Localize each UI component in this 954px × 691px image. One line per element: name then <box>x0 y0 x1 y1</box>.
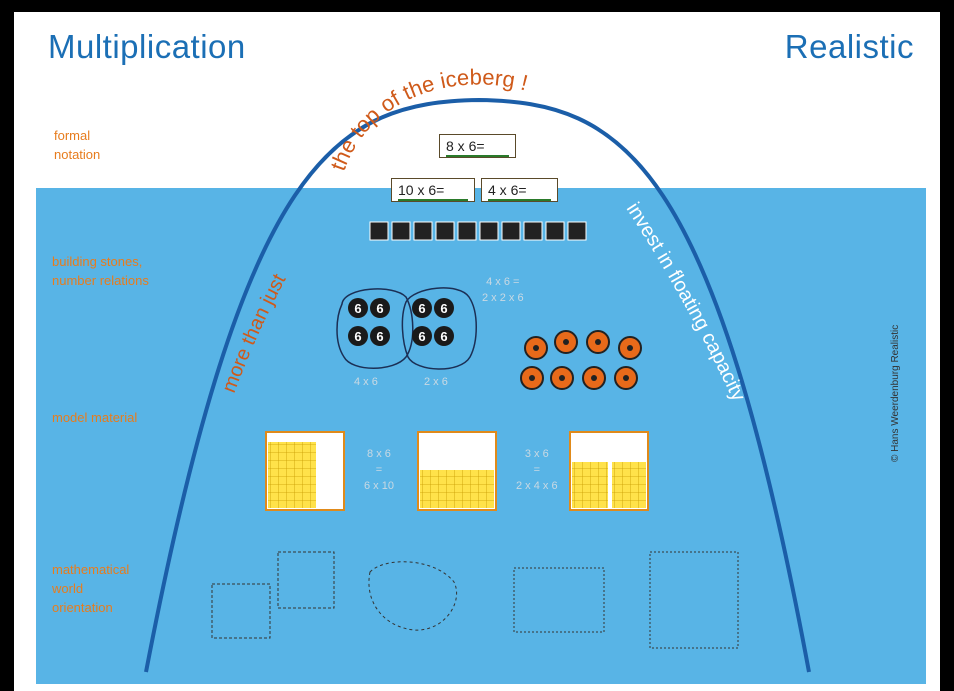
number-tile <box>435 221 455 241</box>
flower-dot <box>614 366 638 390</box>
flower-dots <box>520 330 642 390</box>
six-dot <box>412 298 432 318</box>
six-dot <box>370 298 390 318</box>
number-tile <box>545 221 565 241</box>
model-text-2: 3 x 6 = 2 x 4 x 6 <box>516 448 558 492</box>
six-dot-label: 6 <box>440 329 447 344</box>
flower-dot <box>550 366 574 390</box>
model-squares <box>265 431 649 511</box>
number-tile <box>523 221 543 241</box>
number-tiles <box>369 221 587 241</box>
model-text-1: 8 x 6 = 6 x 10 <box>364 448 394 492</box>
level-label-model: model material <box>52 410 138 425</box>
six-dot <box>434 298 454 318</box>
six-dot-label: 6 <box>376 301 383 316</box>
six-dot-label: 6 <box>354 301 361 316</box>
formula-top: 8 x 6= <box>439 134 516 158</box>
number-tile <box>501 221 521 241</box>
six-dot <box>370 326 390 346</box>
six-dot-label: 6 <box>354 329 361 344</box>
copyright-text: © Hans Weerdenburg Realistic <box>890 324 901 462</box>
six-dot-label: 6 <box>418 329 425 344</box>
six-dot <box>434 326 454 346</box>
number-tile <box>479 221 499 241</box>
iceberg-diagram: the top of the iceberg ! more than just … <box>144 64 811 673</box>
six-dot <box>348 298 368 318</box>
level-label-context: mathematical world orientation <box>52 562 130 615</box>
relation-text: 4 x 6 = 2 x 2 x 6 <box>482 276 524 304</box>
six-dot <box>412 326 432 346</box>
number-tile <box>457 221 477 241</box>
flower-dot <box>554 330 578 354</box>
formula-left: 10 x 6= <box>391 178 476 202</box>
level-label-building: building stones, number relations <box>52 254 149 288</box>
curve-label-right: invest in floating capacity <box>622 199 750 405</box>
six-dot-label: 6 <box>418 301 425 316</box>
formula-right: 4 x 6= <box>481 178 558 202</box>
group-label-2: 2 x 6 <box>424 376 448 388</box>
group-label-1: 4 x 6 <box>354 376 378 388</box>
flower-dot <box>582 366 606 390</box>
six-dot <box>348 326 368 346</box>
poster: Multiplication Realistic formal notation… <box>14 12 940 691</box>
six-dot-label: 6 <box>440 301 447 316</box>
iceberg-curve <box>144 97 811 673</box>
number-tile <box>413 221 433 241</box>
number-tile <box>567 221 587 241</box>
level-label-formal: formal notation <box>54 128 101 162</box>
context-pictures <box>211 551 739 649</box>
flower-dot <box>524 336 548 360</box>
flower-dot <box>586 330 610 354</box>
six-dot-label: 6 <box>376 329 383 344</box>
title-multiplication: Multiplication <box>48 28 246 65</box>
flower-dot <box>520 366 544 390</box>
title-realistic: Realistic <box>784 28 914 65</box>
flower-dot <box>618 336 642 360</box>
number-tile <box>369 221 389 241</box>
number-tile <box>391 221 411 241</box>
